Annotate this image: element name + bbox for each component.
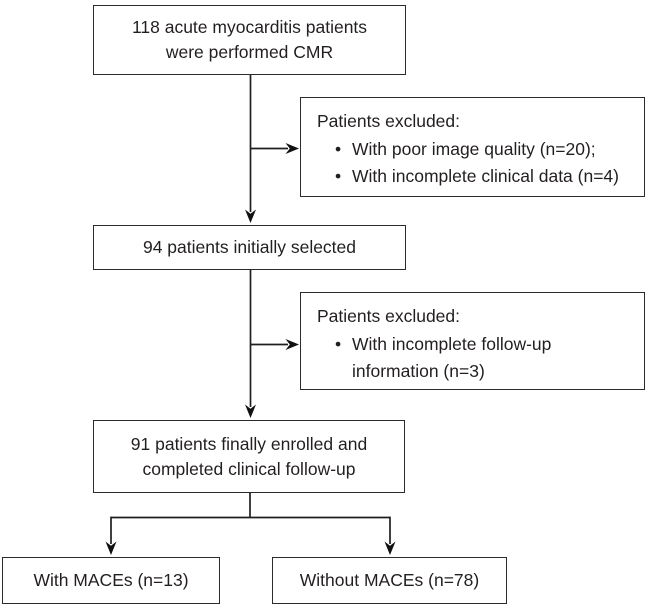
box-cmr-line1: 118 acute myocarditis patients: [131, 17, 368, 37]
box-excluded-2: Patients excluded: • With incomplete fol…: [300, 292, 645, 390]
box-excluded-1: Patients excluded: • With poor image qua…: [300, 97, 645, 197]
arrowhead-right-excluded1: [285, 143, 299, 154]
arrowhead-down-enrolled: [245, 404, 256, 418]
arrowhead-down-maces: [105, 541, 117, 555]
finally-enrolled-line2: completed clinical follow-up: [142, 458, 356, 479]
arrowhead-right-excluded2: [285, 339, 299, 350]
excluded-1-title: Patients excluded:: [317, 111, 461, 131]
finally-enrolled-line1: 91 patients finally enrolled and: [130, 433, 368, 454]
box-without-maces: Without MACEs (n=78): [272, 557, 507, 604]
box-cmr-patients: 118 acute myocarditis patients were perf…: [93, 5, 406, 75]
arrowhead-down-without-maces: [384, 541, 396, 555]
bullet-icon: •: [335, 138, 342, 159]
excluded-2-bullet-1-text: With incomplete follow-up information (n…: [352, 333, 552, 382]
excluded-1-bullet-2-text: With incomplete clinical data (n=4): [352, 166, 619, 186]
excluded-2-bullet-1: • With incomplete follow-up information …: [317, 331, 638, 386]
excluded-2-title: Patients excluded:: [317, 306, 461, 326]
box-cmr-line2: were performed CMR: [165, 42, 334, 62]
arrowhead-down-selected: [245, 209, 256, 223]
box-initially-selected: 94 patients initially selected: [93, 225, 406, 270]
without-maces-text: Without MACEs (n=78): [299, 570, 480, 590]
excluded-1-bullet-1: • With poor image quality (n=20);: [317, 136, 638, 164]
with-maces-text: With MACEs (n=13): [33, 570, 189, 590]
excluded-1-bullet-1-text: With poor image quality (n=20);: [352, 138, 596, 159]
bullet-icon: •: [335, 333, 342, 354]
excluded-1-bullet-2: • With incomplete clinical data (n=4): [317, 163, 638, 191]
box-finally-enrolled: 91 patients finally enrolled and complet…: [93, 420, 405, 493]
bullet-icon: •: [335, 166, 342, 186]
initially-selected-text: 94 patients initially selected: [142, 237, 357, 257]
box-with-maces: With MACEs (n=13): [2, 557, 220, 604]
